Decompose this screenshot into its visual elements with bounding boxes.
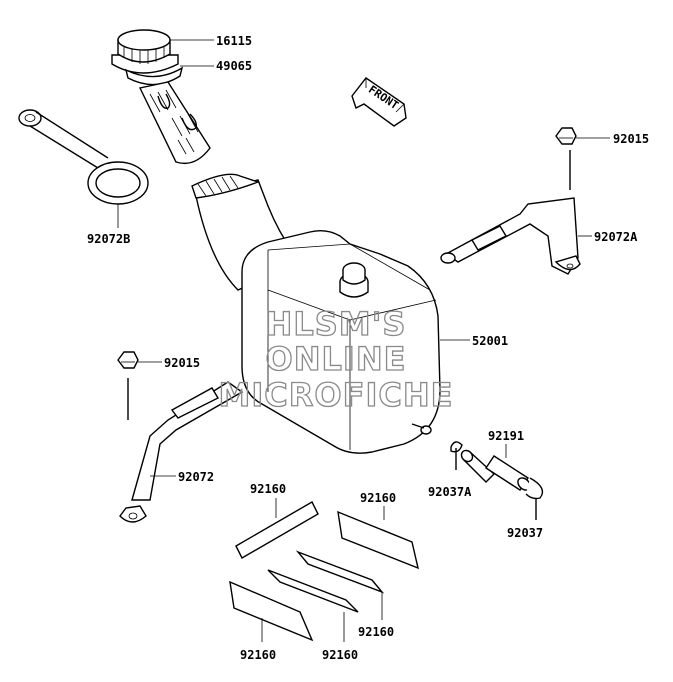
part-label-16115: 16115 (216, 34, 252, 48)
part-label-92015-left: 92015 (164, 356, 200, 370)
dipstick-drawing (18, 109, 149, 205)
part-label-92037a: 92037A (428, 485, 472, 499)
watermark: HLSM'S ONLINE MICROFICHE (218, 304, 454, 414)
watermark-line-1: HLSM'S (266, 305, 407, 343)
bracket-right-drawing (440, 127, 581, 275)
part-labels: 16115 49065 92072B 92015 92072A 52001 92… (87, 34, 649, 662)
part-label-92037: 92037 (507, 526, 543, 540)
part-label-52001: 52001 (472, 334, 508, 348)
fuel-tank-drawing (191, 173, 441, 454)
part-label-49065: 49065 (216, 59, 252, 73)
part-label-92160-c: 92160 (358, 625, 394, 639)
part-label-92015-top: 92015 (613, 132, 649, 146)
part-label-92072: 92072 (178, 470, 214, 484)
leader-lines (117, 39, 610, 642)
bracket-left-drawing (117, 351, 244, 523)
part-label-92072a: 92072A (594, 230, 638, 244)
pads-drawing (229, 501, 419, 642)
watermark-line-2: ONLINE (266, 340, 407, 378)
watermark-line-3: MICROFICHE (219, 376, 454, 414)
part-label-92160-b: 92160 (360, 491, 396, 505)
fuel-strainer-drawing (124, 66, 211, 165)
part-label-92072b: 92072B (87, 232, 130, 246)
part-label-92160-a: 92160 (250, 482, 286, 496)
part-label-92191: 92191 (488, 429, 524, 443)
part-label-92160-d: 92160 (240, 648, 276, 662)
part-label-92160-e: 92160 (322, 648, 358, 662)
filler-cap-drawing (111, 29, 179, 74)
hose-and-clamps-drawing (450, 441, 544, 520)
front-direction-arrow: FRONT (351, 77, 407, 127)
